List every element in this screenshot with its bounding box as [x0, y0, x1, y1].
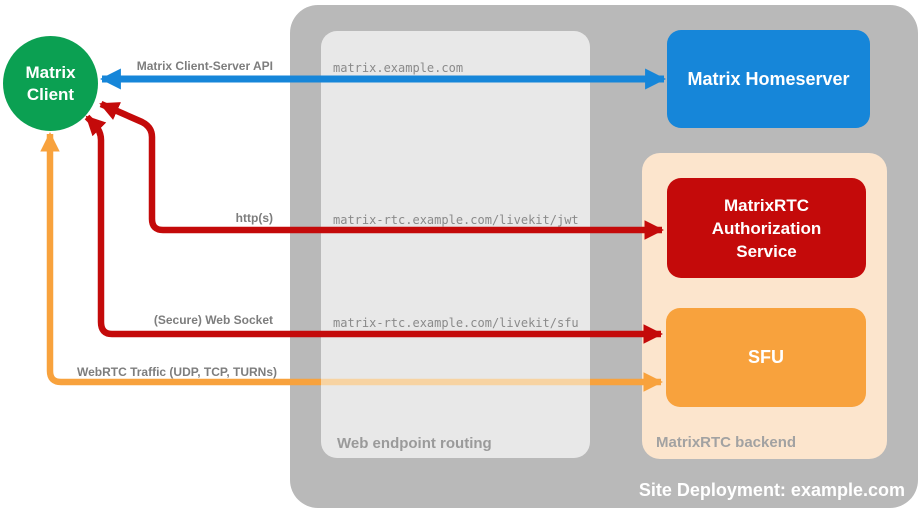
matrix-client-node: Matrix Client	[3, 36, 98, 131]
webrtc-traffic-label: WebRTC Traffic (UDP, TCP, TURNs)	[76, 365, 277, 379]
sfu-node: SFU	[666, 308, 866, 407]
websocket-label: (Secure) Web Socket	[153, 313, 273, 327]
web-endpoint-routing-title: Web endpoint routing	[337, 435, 492, 452]
web-endpoint-routing-container	[321, 31, 590, 458]
endpoint-matrix: matrix.example.com	[333, 61, 464, 75]
matrixrtc-auth-service-label: MatrixRTC Authorization Service	[711, 195, 822, 261]
matrix-homeserver-label: Matrix Homeserver	[687, 68, 850, 89]
https-label: http(s)	[235, 211, 273, 225]
matrix-client-label-line1: Matrix	[25, 62, 76, 82]
site-deployment-title: Site Deployment: example.com	[638, 480, 905, 500]
matrix-client-label-line2: Client	[26, 84, 75, 104]
endpoint-livekit-sfu: matrix-rtc.example.com/livekit/sfu	[333, 316, 579, 330]
endpoint-livekit-jwt: matrix-rtc.example.com/livekit/jwt	[333, 213, 579, 227]
matrix-homeserver-node: Matrix Homeserver	[667, 30, 870, 128]
matrixrtc-backend-title: MatrixRTC backend	[656, 434, 797, 451]
matrixrtc-auth-service-node: MatrixRTC Authorization Service	[667, 178, 866, 278]
webrtc-arrow-left	[40, 132, 321, 386]
sfu-label: SFU	[748, 347, 784, 367]
client-server-api-label: Matrix Client-Server API	[136, 59, 273, 73]
